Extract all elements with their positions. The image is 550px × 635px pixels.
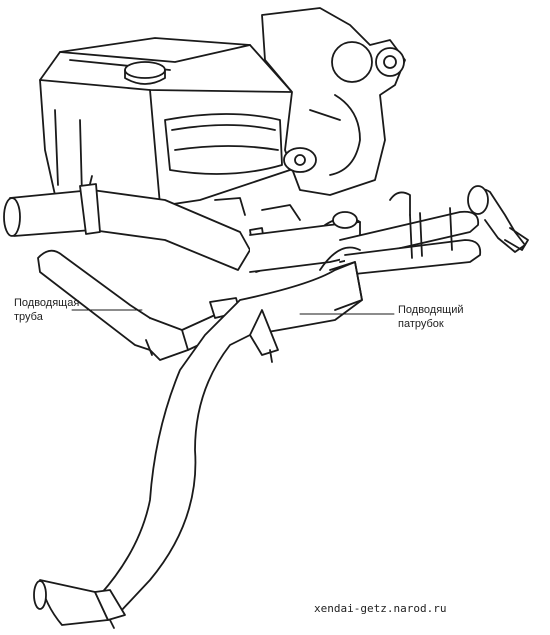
watermark-url: xendai-getz.narod.ru (314, 602, 447, 615)
supply-pipe-label-line1: Подводящая (14, 297, 80, 309)
supply-pipe-label: Подводящая труба (14, 296, 79, 324)
engine-housing (261, 7, 406, 196)
bottom-pipe-end (33, 579, 126, 629)
supply-hose-label: Подводящий патрубок (398, 303, 464, 331)
engine-block (39, 37, 293, 213)
middle-hose-assembly (214, 185, 529, 276)
main-down-hose (99, 246, 363, 613)
supply-hose-label-line1: Подводящий (398, 304, 464, 316)
supply-pipe-label-line2: труба (14, 311, 43, 323)
supply-hose-label-line2: патрубок (398, 318, 444, 330)
